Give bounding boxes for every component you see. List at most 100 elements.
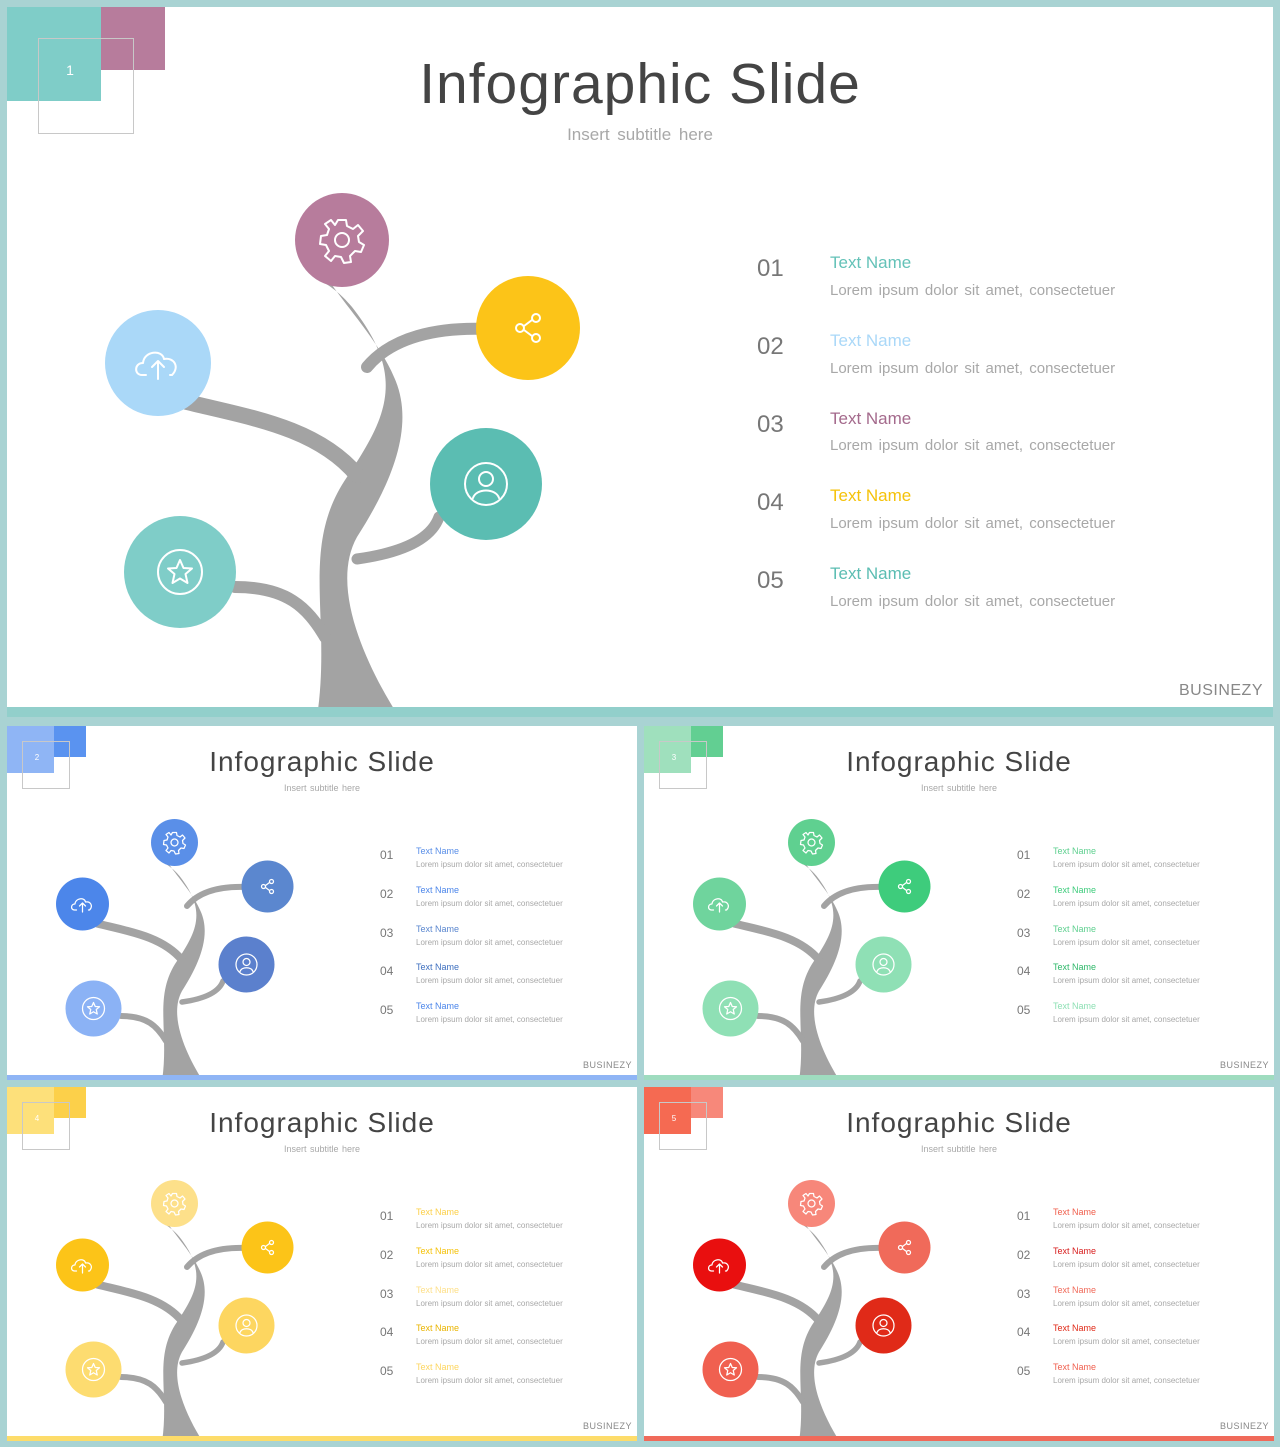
share-icon: [515, 313, 541, 343]
item-name: Text Name: [1053, 885, 1097, 895]
share-icon: [260, 1239, 275, 1256]
item-name: Text Name: [830, 409, 912, 428]
item-name: Text Name: [1053, 924, 1097, 934]
item-description: Lorem ipsum dolor sit amet, consectetuer: [830, 593, 1116, 610]
item-description: Lorem ipsum dolor sit amet, consectetuer: [416, 1260, 563, 1269]
circle-star: [702, 1341, 759, 1398]
item-name: Text Name: [416, 962, 460, 972]
brand-logo: BUSINEZY: [1178, 682, 1263, 699]
corner-frame: [38, 38, 134, 134]
item-name: Text Name: [416, 1001, 460, 1011]
slide-title: Infographic Slide: [209, 1107, 435, 1138]
item-number: 04: [1017, 1325, 1031, 1339]
item-number: 01: [1017, 848, 1031, 862]
item-name: Text Name: [1053, 846, 1097, 856]
item-number: 03: [380, 1287, 394, 1301]
item-number: 01: [1017, 1209, 1031, 1223]
item-description: Lorem ipsum dolor sit amet, consectetuer: [416, 938, 563, 947]
slide-number: 2: [34, 753, 40, 762]
item-name: Text Name: [416, 1285, 460, 1295]
item-name: Text Name: [416, 1246, 460, 1256]
item-description: Lorem ipsum dolor sit amet, consectetuer: [416, 1299, 563, 1308]
brand-logo: BUSINEZY: [582, 1060, 632, 1070]
slide-subtitle: Insert subtitle here: [283, 1144, 361, 1154]
brand-logo: BUSINEZY: [1219, 1060, 1269, 1070]
item-name: Text Name: [1053, 1323, 1097, 1333]
item-name: Text Name: [830, 486, 912, 505]
gear-icon: [799, 1192, 824, 1216]
item-name: Text Name: [416, 846, 460, 856]
corner-frame: [22, 741, 70, 789]
circle-star: [702, 980, 759, 1037]
item-description: Lorem ipsum dolor sit amet, consectetuer: [1053, 1221, 1200, 1230]
item-description: Lorem ipsum dolor sit amet, consectetuer: [1053, 938, 1200, 947]
circle-user: [855, 936, 912, 993]
corner-square-primary: [644, 1087, 691, 1134]
corner-frame: [659, 741, 707, 789]
corner-frame: [22, 1102, 70, 1150]
tree-diagram: [56, 1180, 294, 1441]
share-icon: [897, 878, 912, 895]
item-name: Text Name: [1053, 1285, 1097, 1295]
tree-trunk: [93, 1217, 250, 1441]
circle-star: [65, 980, 122, 1037]
item-name: Text Name: [1053, 1246, 1097, 1256]
item-description: Lorem ipsum dolor sit amet, consectetuer: [1053, 1299, 1200, 1308]
item-name: Text Name: [1053, 1362, 1097, 1372]
circle-star: [124, 516, 236, 628]
star-icon: [157, 549, 203, 595]
corner-square-primary: [7, 7, 101, 101]
item-description: Lorem ipsum dolor sit amet, consectetuer: [1053, 860, 1200, 869]
circle-share: [878, 1221, 931, 1274]
slide-title: Infographic Slide: [419, 52, 861, 116]
cloud-upload-icon: [707, 1259, 729, 1274]
item-number: 03: [757, 411, 784, 438]
tree-diagram: [56, 819, 294, 1080]
cloud-upload-icon: [707, 898, 729, 913]
gear-icon: [319, 219, 365, 264]
circle-share: [241, 860, 294, 913]
item-number: 03: [380, 926, 394, 940]
item-name: Text Name: [416, 1362, 460, 1372]
user-icon: [872, 953, 895, 976]
item-description: Lorem ipsum dolor sit amet, consectetuer: [830, 360, 1116, 377]
share-icon: [897, 1239, 912, 1256]
item-number: 03: [1017, 926, 1031, 940]
user-icon: [872, 1314, 895, 1337]
bottom-accent-bar: [644, 1075, 1274, 1080]
item-name: Text Name: [416, 1323, 460, 1333]
cloud-upload-icon: [70, 898, 92, 913]
circle-gear: [788, 819, 835, 866]
item-number: 05: [757, 567, 784, 594]
slide-title: Infographic Slide: [209, 746, 435, 777]
item-number: 04: [380, 964, 394, 978]
tree-trunk: [730, 856, 887, 1080]
item-name: Text Name: [1053, 962, 1097, 972]
item-description: Lorem ipsum dolor sit amet, consectetuer: [416, 899, 563, 908]
user-icon: [235, 1314, 258, 1337]
corner-square-primary: [644, 726, 691, 773]
item-number: 04: [1017, 964, 1031, 978]
slide-subtitle: Insert subtitle here: [283, 783, 361, 793]
slide-subtitle: Insert subtitle here: [567, 125, 713, 144]
slide-title: Infographic Slide: [846, 1107, 1072, 1138]
item-name: Text Name: [830, 253, 912, 272]
item-number: 05: [380, 1003, 394, 1017]
item-name: Text Name: [830, 564, 912, 583]
item-description: Lorem ipsum dolor sit amet, consectetuer: [1053, 899, 1200, 908]
item-name: Text Name: [416, 885, 460, 895]
item-name: Text Name: [1053, 1207, 1097, 1217]
circle-gear: [151, 819, 198, 866]
item-name: Text Name: [416, 924, 460, 934]
item-number: 01: [380, 848, 394, 862]
share-icon: [260, 878, 275, 895]
corner-square-primary: [7, 726, 54, 773]
item-description: Lorem ipsum dolor sit amet, consectetuer: [830, 515, 1116, 532]
bottom-accent-bar: [7, 1436, 637, 1441]
item-number: 02: [757, 333, 784, 360]
star-icon: [718, 996, 743, 1021]
item-number: 02: [380, 1248, 394, 1262]
slide-number: 4: [34, 1114, 40, 1123]
